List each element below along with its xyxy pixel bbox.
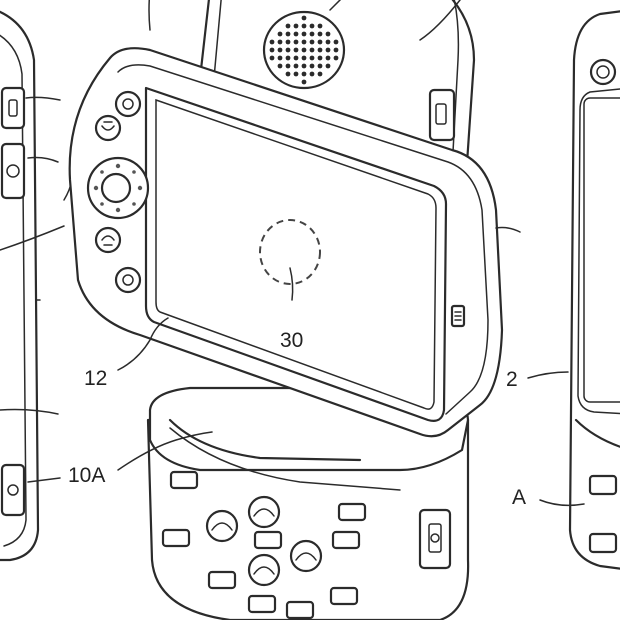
label-right-ref: A — [512, 486, 526, 509]
speaker-hole — [293, 39, 299, 45]
speaker-hole — [333, 55, 339, 61]
label-sensor-area: 30 — [280, 329, 303, 352]
speaker-grille-icon — [262, 10, 346, 90]
display-screen — [144, 86, 448, 422]
speaker-hole — [277, 47, 283, 53]
speaker-hole — [269, 55, 275, 61]
speaker-hole — [293, 23, 299, 29]
keypad-key-icon — [253, 530, 283, 550]
left-side-button-icon — [0, 86, 26, 130]
keypad-round-button-icon — [247, 553, 281, 587]
keypad-key-icon — [331, 530, 361, 550]
label-leaders — [117, 226, 521, 471]
speaker-hole — [269, 47, 275, 53]
panel-controls — [86, 90, 150, 294]
speaker-hole — [317, 31, 323, 37]
speaker-hole — [309, 31, 315, 37]
keypad-key-icon — [329, 586, 359, 606]
speaker-hole — [301, 79, 307, 85]
speaker-hole — [333, 47, 339, 53]
speaker-hole — [325, 47, 331, 53]
keypad-key-icon — [247, 594, 277, 614]
speaker-hole — [317, 71, 323, 77]
bottom-side-button-icon — [418, 508, 452, 570]
speaker-hole — [293, 31, 299, 37]
speaker-hole — [301, 23, 307, 29]
speaker-hole — [325, 31, 331, 37]
speaker-hole — [277, 31, 283, 37]
label-display-panel: 12 — [84, 367, 107, 390]
left-leader-lines — [0, 96, 73, 483]
speaker-hole — [317, 55, 323, 61]
speaker-hole — [301, 47, 307, 53]
left-function-button-icon — [94, 114, 122, 142]
speaker-hole — [317, 39, 323, 45]
speaker-hole — [309, 39, 315, 45]
speaker-hole — [277, 55, 283, 61]
speaker-hole — [309, 63, 315, 69]
speaker-hole — [293, 71, 299, 77]
speaker-hole — [309, 55, 315, 61]
left-side-button-icon — [0, 142, 26, 200]
speaker-hole — [333, 39, 339, 45]
keypad-key-icon — [207, 570, 237, 590]
speaker-hole — [301, 63, 307, 69]
speaker-hole — [285, 47, 291, 53]
left-device — [0, 10, 41, 562]
speaker-hole — [317, 63, 323, 69]
directional-pad-icon — [86, 156, 150, 220]
speaker-hole — [277, 39, 283, 45]
right-device — [527, 10, 620, 570]
speaker-hole — [301, 15, 307, 21]
right-key-icon — [588, 474, 618, 496]
right-camera-icon — [589, 58, 617, 86]
speaker-hole — [293, 55, 299, 61]
display-panel — [68, 47, 504, 438]
sensor-area — [259, 219, 321, 301]
speaker-hole — [325, 55, 331, 61]
bottom-round-button-icon — [114, 266, 142, 294]
speaker-hole — [301, 39, 307, 45]
keypad-key-icon — [161, 528, 191, 548]
speaker-hole — [285, 63, 291, 69]
keypad-round-button-icon — [205, 509, 239, 543]
speaker-hole — [301, 55, 307, 61]
keypad-round-button-icon — [289, 539, 323, 573]
speaker-hole — [293, 63, 299, 69]
speaker-hole — [285, 31, 291, 37]
keypad-key-icon — [169, 470, 199, 490]
speaker-hole — [285, 39, 291, 45]
speaker-hole — [325, 63, 331, 69]
keypad-key-icon — [285, 600, 315, 620]
right-function-button-icon — [94, 226, 122, 254]
left-side-button-icon — [0, 463, 26, 517]
label-right-device: 2 — [506, 368, 518, 391]
label-base-body: 10A — [68, 464, 105, 487]
keypad-key-icon — [337, 502, 367, 522]
speaker-hole — [285, 55, 291, 61]
speaker-hole — [277, 63, 283, 69]
right-key-icon — [588, 532, 618, 554]
speaker-hole — [293, 47, 299, 53]
top-side-button-icon — [428, 88, 456, 142]
speaker-hole — [317, 23, 323, 29]
speaker-hole — [317, 47, 323, 53]
speaker-hole — [325, 39, 331, 45]
speaker-hole — [309, 71, 315, 77]
keypad-round-button-icon — [247, 495, 281, 529]
speaker-hole — [285, 71, 291, 77]
speaker-hole — [269, 39, 275, 45]
keypad — [161, 470, 367, 620]
top-round-button-icon — [114, 90, 142, 118]
speaker-hole — [285, 23, 291, 29]
speaker-hole — [309, 47, 315, 53]
speaker-hole — [301, 31, 307, 37]
lower-body — [146, 386, 470, 620]
speaker-hole — [301, 71, 307, 77]
speaker-hole — [309, 23, 315, 29]
